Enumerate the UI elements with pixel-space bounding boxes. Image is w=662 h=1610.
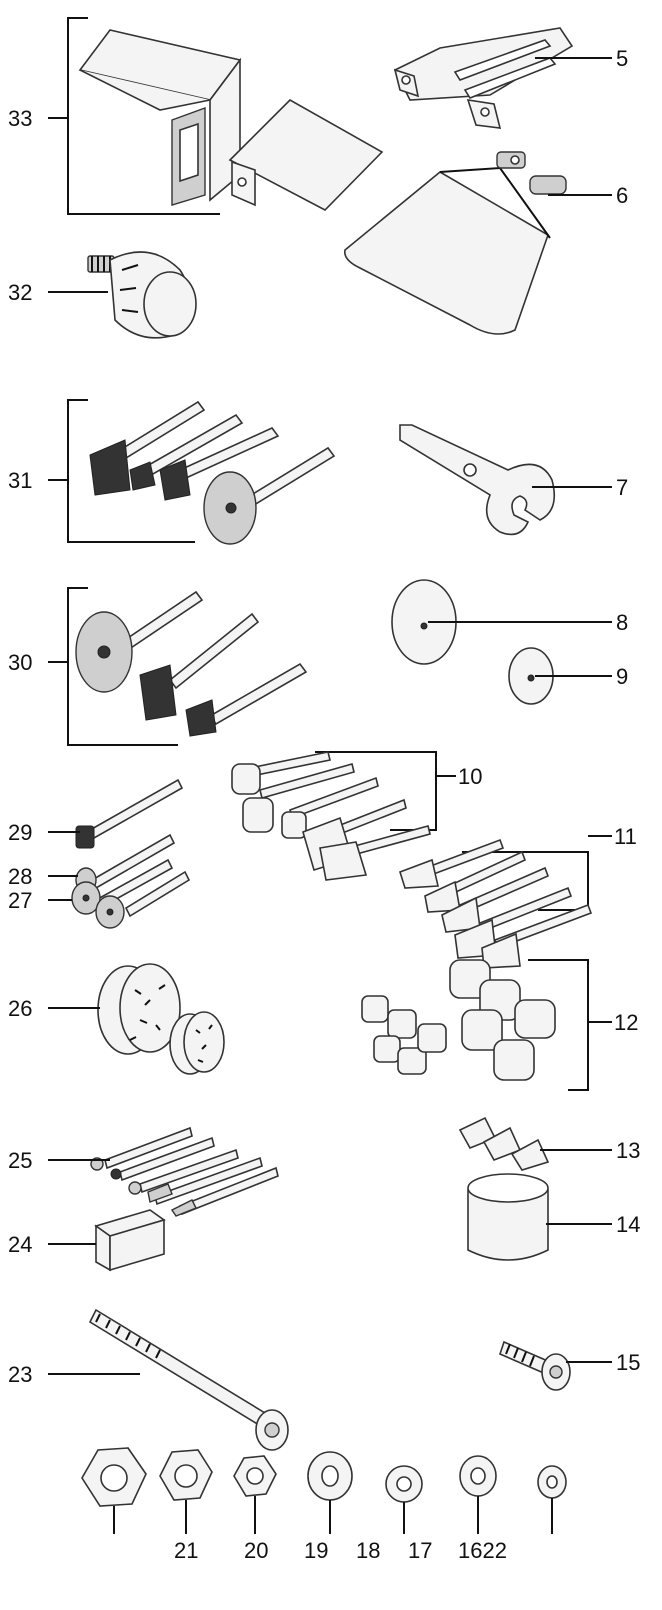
label-26: 26	[8, 996, 32, 1021]
part-14-cup	[467, 1173, 612, 1261]
label-25: 25	[8, 1148, 32, 1173]
label-5: 5	[616, 46, 628, 71]
part-33-guide-shoes	[48, 17, 384, 215]
label-23: 23	[8, 1362, 32, 1387]
label-17: 17	[408, 1538, 432, 1563]
label-28: 28	[8, 864, 32, 889]
part-30-wheel-brushes	[48, 587, 308, 746]
part-10-polishing-points	[231, 751, 456, 881]
label-20: 20	[244, 1538, 268, 1563]
label-12: 12	[614, 1010, 638, 1035]
part-29-mandrel	[48, 778, 184, 849]
label-7: 7	[616, 475, 628, 500]
label-18: 18	[356, 1538, 380, 1563]
part-8-disc	[391, 579, 612, 665]
part-24-stone	[48, 1209, 166, 1272]
label-15: 15	[616, 1350, 640, 1375]
label-27: 27	[8, 888, 32, 913]
label-33: 33	[8, 106, 32, 131]
label-29: 29	[8, 820, 32, 845]
part-15-screw	[499, 1340, 612, 1391]
part-12-sanding-bands	[361, 959, 612, 1091]
label-8: 8	[616, 610, 628, 635]
label-11: 11	[614, 824, 637, 849]
part-27-mandrels	[48, 858, 191, 929]
part-26-felt-wheels	[48, 963, 225, 1075]
label-21: 21	[174, 1538, 198, 1563]
label-16-22: 1622	[458, 1538, 507, 1563]
label-14: 14	[616, 1212, 640, 1237]
label-10: 10	[458, 764, 482, 789]
part-31-brushes	[48, 399, 336, 545]
part-25-engraving-bits	[48, 1126, 279, 1217]
label-30: 30	[8, 650, 32, 675]
parts-nuts-washers	[81, 1447, 567, 1534]
label-32: 32	[8, 280, 32, 305]
part-5-bracket	[393, 27, 612, 129]
label-31: 31	[8, 468, 32, 493]
part-13-collets	[458, 1116, 612, 1171]
part-23-bolt	[48, 1308, 289, 1451]
part-28-mandrel	[48, 833, 176, 893]
part-7-wrench	[399, 424, 612, 536]
part-9-disc	[508, 647, 612, 705]
part-11-conical-points	[399, 835, 612, 969]
label-6: 6	[616, 183, 628, 208]
label-13: 13	[616, 1138, 640, 1163]
part-32-thumbscrew	[48, 251, 197, 339]
label-19: 19	[304, 1538, 328, 1563]
part-6-guard	[343, 151, 612, 335]
label-24: 24	[8, 1232, 32, 1257]
label-9: 9	[616, 664, 628, 689]
